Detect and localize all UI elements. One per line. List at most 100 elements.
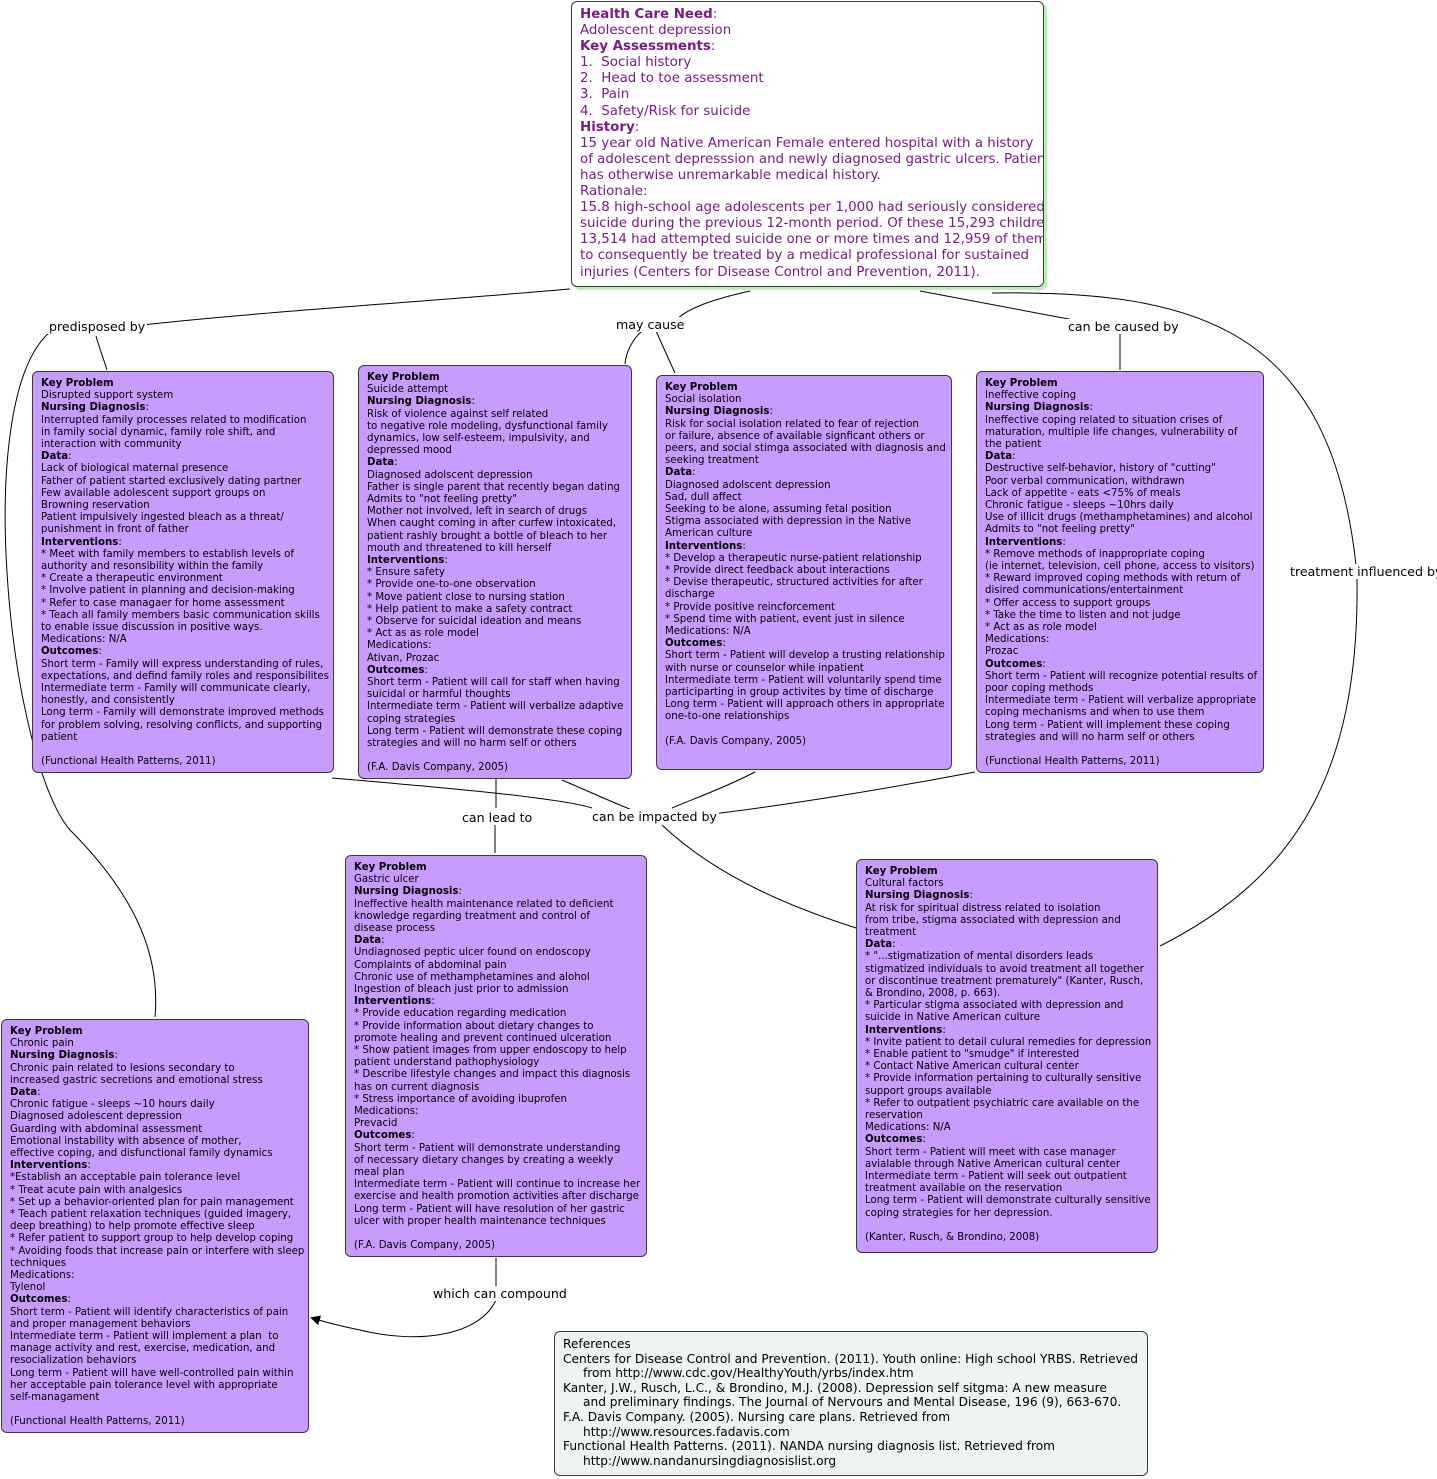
link-root-predisposed [141,288,571,326]
node-line-text: Ingestion of bleach just prior to admiss… [354,984,569,996]
node-line-text: Nursing Diagnosis [367,396,472,408]
node-line-text: Diagnosed adolscent depression [367,469,533,481]
node-line: Ingestion of bleach just prior to admiss… [354,984,638,996]
reference-4-line-1: Functional Health Patterns. (2011). NAND… [563,1439,1056,1454]
node-line: Tylenol [10,1282,300,1294]
link-suicide-impacted [561,779,633,811]
node-line-text: * Remove methods of inappropriate coping [985,548,1205,560]
node-line-text: increased gastric secretions and emotion… [10,1074,263,1086]
node-line-text: Key Problem [10,1026,83,1037]
node-line-text: Few available adolescent support groups … [41,487,266,499]
references-box: References Centers for Disease Control a… [554,1331,1148,1476]
node-line: Complaints of abdominal pain [354,960,638,972]
node-line: discharge [665,589,943,601]
node-line: seeking treatment [665,455,943,467]
node-line-text: 2. Head to toe assessment [580,71,764,87]
node-line-text: Stigma associated with depression in the… [665,516,912,528]
node-line-text: 4. Safety/Risk for suicide [580,103,751,119]
node-line: peers, and social stimga associated with… [665,443,946,455]
link-treatment-cultural [1159,577,1358,947]
node-line-text: Short term - Patient will recognize pote… [985,670,1258,682]
node-line: suicide in Native American culture [865,1012,1149,1024]
node-line-text: and proper management behaviors [10,1318,191,1330]
node-line: Long term - Patient will approach others… [665,699,945,711]
node-line-text: techniques [10,1257,67,1269]
node-line-text: When caught coming in after curfew intox… [367,518,617,530]
node-line: * Provide education regarding medication [354,1008,638,1020]
node-line-text: * Provide education regarding medication [354,1008,567,1020]
node-line: * Provide positive reincforcement [665,602,943,614]
node-line: Intermediate term - Patient will continu… [354,1179,640,1191]
node-line: coping mechanisms and when to use them [985,707,1255,719]
node-line: Risk of violence against self related [367,409,623,421]
node-line-text: suicide in Native American culture [865,1012,1041,1024]
reference-4-line-2[interactable]: http://www.nandanursingdiagnosislist.org [583,1453,837,1468]
node-line-text: Interventions [865,1024,943,1036]
node-line: in family social dynamic, family role sh… [41,427,325,439]
node-line-text: Chronic pain related to lesions secondar… [10,1062,235,1074]
node-line-suffix: : [68,451,72,463]
node-line-text: Interventions [367,555,445,567]
node-line: Nursing Diagnosis: [354,886,638,898]
node-line: Stigma associated with depression in the… [665,516,943,528]
node-line: Ineffective coping related to situation … [985,415,1255,427]
node-line-text: strategies and will no harm self or othe… [367,738,577,750]
node-line: Nursing Diagnosis: [985,402,1255,414]
node-line-suffix: : [1042,658,1046,670]
node-line-text: discharge [665,589,715,601]
node-line-text: Nursing Diagnosis [10,1050,115,1062]
node-line: Chronic pain [10,1038,300,1050]
node-line-text: * Act as as role model [367,628,479,640]
node-line: Medications: [354,1106,638,1118]
node-line-text: manage activity and rest, exercise, medi… [10,1343,276,1355]
node-line-text: strategies and will no harm self or othe… [985,731,1195,743]
node-line: * Provide one-to-one observation [367,579,623,591]
node-line: Long term - Family will demonstrate impr… [41,707,325,719]
node-line: treatment [865,927,1149,939]
node-line-text: 13,514 had attempted suicide one or more… [580,232,1044,248]
node-line: Chronic fatigue - sleeps ~10hrs daily [985,500,1255,512]
node-line-text: Seeking to be alone, assuming fetal posi… [665,504,892,516]
node-line: 2. Head to toe assessment [580,71,1035,87]
node-line-text: 1. Social history [580,55,692,71]
node-line-text: Diagnosed adolescent depression [10,1111,182,1123]
node-line-text: Outcomes [985,658,1043,670]
node-line: Long term - Patient will have resolution… [354,1204,638,1216]
node-line-text: Key Problem [665,382,738,393]
node-line-text: treatment [865,927,917,939]
label-which-can-compound: which can compound [431,1286,569,1301]
node-line: Interrupted family processes related to … [41,415,325,427]
node-line: Use of illicit drugs (methamphetamines) … [985,512,1255,524]
node-line-text: Rationale: [580,184,648,200]
node-line-text: Prozac [985,646,1019,658]
node-line-text: Medications: [367,640,432,652]
node-line-text: Prevacid [354,1118,398,1130]
node-line: Chronic fatigue - sleeps ~10 hours daily [10,1099,300,1111]
node-line-text: Outcomes [665,638,723,650]
node-line-text: maturation, multiple life changes, vulne… [985,426,1238,438]
node-line-text: Short term - Patient will develop a trus… [665,650,945,662]
node-line-text: * Offer access to support groups [985,597,1151,609]
node-line-text: * Take the time to listen and not judge [985,609,1181,621]
node-line: Medications: N/A [865,1122,1149,1134]
node-line-text: * Show patient images from upper endosco… [354,1045,627,1057]
node-line-suffix: : [742,540,746,552]
node-line: Long term - Patient will have well-contr… [10,1368,300,1380]
reference-3-line-2[interactable]: http://www.resources.fadavis.com [583,1424,790,1439]
node-line: 3. Pain [580,87,1035,103]
link-compound-pain [310,1299,497,1338]
node-line-text: Outcomes [865,1134,923,1146]
node-line: dynamics, low self-esteem, impulsivity, … [367,433,623,445]
node-line: * Teach patient relaxation techniques (g… [10,1209,300,1221]
node-line-text: Admits to "not feeling pretty" [367,494,517,506]
node-line-text: * Provide information pertaining to cult… [865,1073,1142,1085]
node-line: Interventions: [10,1160,300,1172]
link-disrupted-impacted [331,777,593,809]
node-line-suffix: : [98,646,102,658]
node-line-text: (Functional Health Patterns, 2011) [41,756,216,768]
node-line: Data: [354,935,638,947]
node-line-text: to enable issue discussion in positive w… [41,622,263,634]
reference-1-line-2[interactable]: from http://www.cdc.gov/HealthyYouth/yrb… [583,1366,914,1381]
